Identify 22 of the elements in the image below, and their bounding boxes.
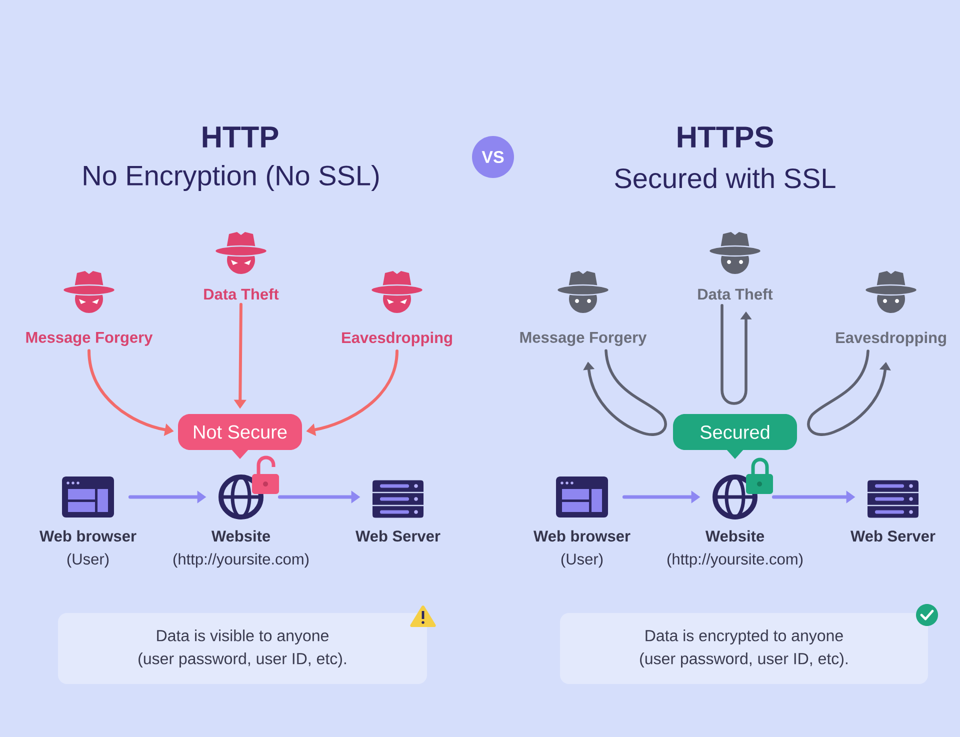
device-label: Web browser (User) bbox=[40, 530, 136, 568]
device-label: Web browser (User) bbox=[534, 530, 630, 568]
attacker-label: Message Forgery bbox=[520, 332, 647, 346]
attacker-label: Eavesdropping bbox=[342, 332, 452, 346]
status-bubble: Not Secure bbox=[178, 414, 302, 459]
note-box: Data is encrypted to anyone (user password, user ID, etc). bbox=[560, 613, 928, 684]
attacker-label: Data Theft bbox=[698, 288, 773, 300]
attacker-label: Message Forgery bbox=[26, 332, 153, 346]
subheading: No Encryption (No SSL) bbox=[84, 164, 379, 192]
device-label: Web Server bbox=[850, 530, 936, 542]
circle-badge: VS bbox=[472, 136, 514, 178]
device-label: Web Server bbox=[356, 530, 440, 542]
arrow bbox=[583, 349, 667, 436]
heading: HTTPS bbox=[678, 126, 773, 148]
device-label: Website (http://yoursite.com) bbox=[173, 530, 309, 568]
subheading: Secured with SSL bbox=[615, 168, 836, 188]
note-box: Data is visible to anyone (user password, user ID, etc). bbox=[58, 613, 427, 684]
device-label: Website (http://yoursite.com) bbox=[668, 530, 803, 568]
attacker-label: Eavesdropping bbox=[836, 332, 946, 346]
status-bubble: Secured bbox=[673, 414, 797, 459]
heading: HTTP bbox=[202, 126, 278, 148]
attacker-label: Data Theft bbox=[204, 288, 279, 300]
